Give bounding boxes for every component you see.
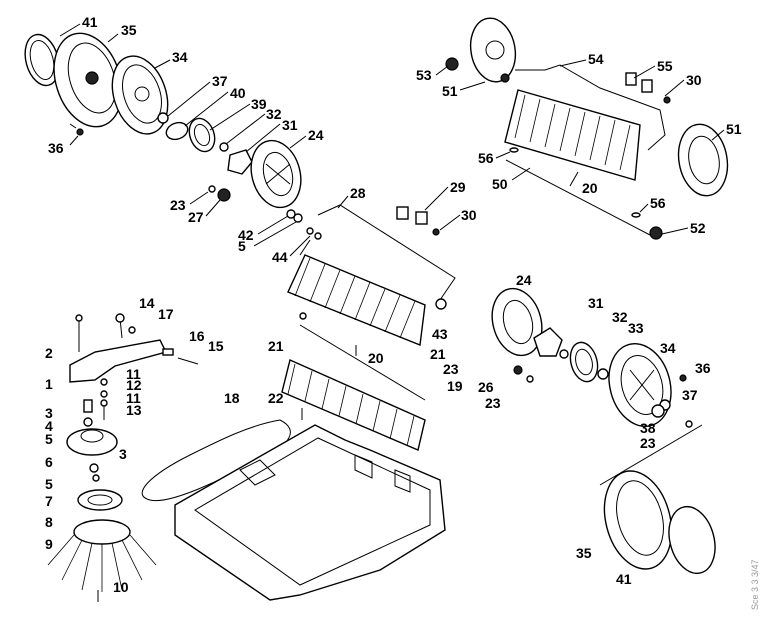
callout: 7 (45, 493, 53, 509)
callout: 41 (616, 571, 632, 587)
callout: 33 (628, 320, 644, 336)
callout: 35 (121, 22, 137, 38)
callout-labels: 41 35 34 37 40 39 32 31 24 36 23 27 42 5… (45, 14, 742, 595)
callout: 10 (113, 579, 129, 595)
callout: 27 (188, 209, 204, 225)
callout: 40 (230, 85, 246, 101)
side-brush-assembly (47, 313, 199, 602)
callout: 26 (478, 379, 494, 395)
callout: 22 (268, 390, 284, 406)
callout: 14 (139, 295, 155, 311)
callout: 30 (686, 72, 702, 88)
callout: 35 (576, 545, 592, 561)
left-wheel-assembly (24, 32, 322, 240)
callout: 53 (416, 67, 432, 83)
callout: 51 (726, 121, 742, 137)
callout: 52 (690, 220, 706, 236)
callout: 21 (430, 346, 446, 362)
callout: 9 (45, 536, 53, 552)
callout: 11 (126, 366, 141, 382)
callout: 3 (45, 405, 53, 421)
callout: 23 (485, 395, 501, 411)
callout: 20 (368, 350, 384, 366)
callout: 5 (45, 476, 53, 492)
callout: 55 (657, 58, 673, 74)
callout: 24 (308, 127, 324, 143)
callout: 20 (582, 180, 598, 196)
callout: 56 (478, 150, 494, 166)
callout: 23 (170, 197, 186, 213)
callout: 36 (48, 140, 64, 156)
callout: 18 (224, 390, 240, 406)
callout: 51 (442, 83, 458, 99)
callout: 2 (45, 345, 53, 361)
callout: 6 (45, 454, 53, 470)
callout: 5 (45, 431, 53, 447)
callout: 23 (443, 361, 459, 377)
callout: 50 (492, 176, 508, 192)
callout: 15 (208, 338, 224, 354)
callout: 54 (588, 51, 604, 67)
callout: 29 (450, 179, 466, 195)
callout: 12 (126, 377, 142, 393)
side-mark: Sce 3 3 3/47 (750, 559, 760, 610)
callout: 1 (45, 376, 53, 392)
callout: 34 (172, 49, 188, 65)
callout: 19 (447, 378, 463, 394)
callout: 3 (119, 446, 127, 462)
callout: 13 (126, 402, 142, 418)
callout: 21 (268, 338, 284, 354)
callout: 36 (695, 360, 711, 376)
callout: 17 (158, 306, 174, 322)
callout: 41 (82, 14, 98, 30)
callout: 31 (282, 117, 298, 133)
callout: 16 (189, 328, 205, 344)
callout: 24 (516, 272, 532, 288)
belt-and-tray (141, 419, 446, 601)
callout: 38 (640, 420, 656, 436)
callout: 8 (45, 514, 53, 530)
callout: 34 (660, 340, 676, 356)
callout: 39 (251, 96, 267, 112)
callout: 32 (266, 106, 282, 122)
rear-brush-assembly (445, 17, 729, 240)
callout: 30 (461, 207, 477, 223)
callout: 43 (432, 326, 448, 342)
main-brush-assembly (281, 204, 456, 451)
callout: 37 (212, 73, 228, 89)
callout: 31 (588, 295, 604, 311)
callout: 44 (272, 249, 288, 265)
callout: 32 (612, 309, 628, 325)
callout: 5 (238, 238, 246, 254)
leader-lines (59, 23, 725, 257)
callout: 42 (238, 227, 254, 243)
callout: 37 (682, 387, 698, 403)
right-wheel-assembly (491, 287, 716, 575)
callout: 23 (640, 435, 656, 451)
callout: 28 (350, 185, 366, 201)
callout: 56 (650, 195, 666, 211)
callout: 4 (45, 418, 53, 434)
callout: 11 (126, 390, 141, 406)
